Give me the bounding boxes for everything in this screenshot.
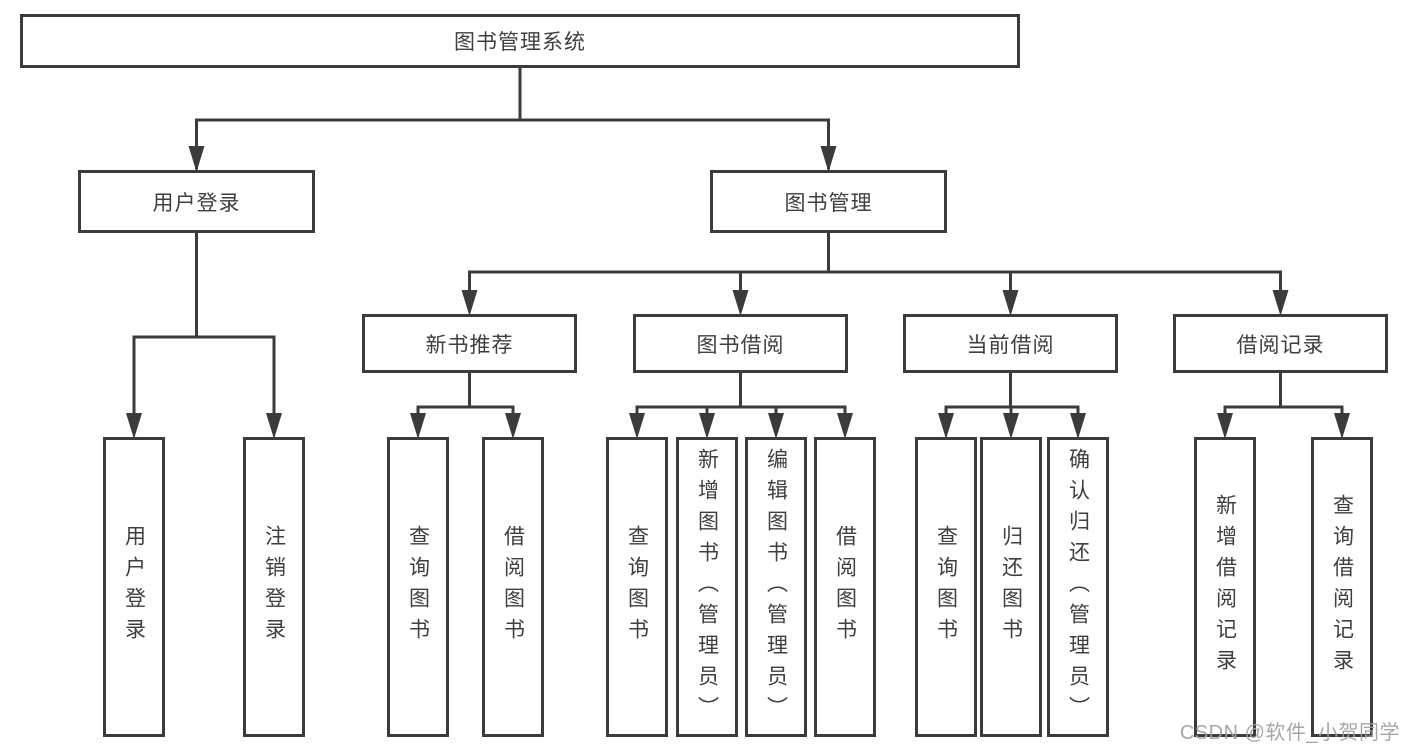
node-borrow-records: 借阅记录 [1173,314,1388,373]
node-book-management-label: 图书管理 [784,191,873,215]
arrowhead [1002,290,1019,316]
leaf-label: 新增借阅记录 [1213,494,1237,680]
leaf-query-books-current: 查询图书 [915,437,977,737]
node-new-book-recommend-label: 新书推荐 [425,333,514,357]
arrowhead [410,413,426,439]
arrowhead [1334,413,1350,439]
arrowhead [266,413,282,439]
arrowhead [1003,413,1019,439]
arrowhead [505,413,521,439]
leaf-label: 借阅图书 [501,525,525,649]
leaf-query-borrow-record: 查询借阅记录 [1311,437,1373,737]
leaf-borrow-books: 借阅图书 [814,437,876,737]
arrowhead [768,413,784,439]
leaf-label: 编辑图书（管理员） [764,447,788,727]
node-book-borrowing-label: 图书借阅 [696,333,785,357]
arrowhead [1070,413,1086,439]
leaf-borrow-books-recommend: 借阅图书 [482,437,544,737]
leaf-label: 查询借阅记录 [1330,494,1354,680]
arrowhead [820,146,837,172]
leaf-label: 注销登录 [262,525,286,649]
arrowhead [461,290,478,316]
leaf-confirm-return-admin: 确认归还（管理员） [1047,437,1109,737]
node-user-login: 用户登录 [78,170,315,233]
leaf-label: 查询图书 [406,525,430,649]
arrowhead [938,413,954,439]
node-current-borrowing: 当前借阅 [903,314,1118,373]
node-book-borrowing: 图书借阅 [633,314,848,373]
leaf-add-borrow-record: 新增借阅记录 [1194,437,1256,737]
leaf-return-books: 归还图书 [980,437,1042,737]
arrowhead [837,413,853,439]
leaf-user-login: 用户登录 [103,437,165,737]
node-root-label: 图书管理系统 [454,31,586,54]
arrowhead [732,290,749,316]
node-new-book-recommend: 新书推荐 [362,314,577,373]
leaf-label: 借阅图书 [833,525,857,649]
leaf-query-books-borrowing: 查询图书 [606,437,668,737]
leaf-query-books-recommend: 查询图书 [387,437,449,737]
leaf-label: 查询图书 [625,525,649,649]
leaf-edit-books-admin: 编辑图书（管理员） [745,437,807,737]
leaf-label: 归还图书 [999,525,1023,649]
node-user-login-label: 用户登录 [152,191,241,215]
node-root: 图书管理系统 [20,14,1020,68]
node-borrow-records-label: 借阅记录 [1236,333,1325,357]
leaf-label: 用户登录 [122,525,146,649]
leaf-label: 新增图书（管理员） [695,447,719,727]
leaf-label: 确认归还（管理员） [1066,447,1090,727]
arrowhead [1217,413,1233,439]
leaf-label: 查询图书 [934,525,958,649]
arrowhead [629,413,645,439]
node-book-management: 图书管理 [710,170,947,233]
arrowhead [126,413,142,439]
leaf-logout: 注销登录 [243,437,305,737]
csdn-watermark: CSDN @软件_小贺同学 [1179,722,1400,744]
arrowhead [1272,290,1289,316]
arrowhead [188,146,205,172]
arrowhead [699,413,715,439]
node-current-borrowing-label: 当前借阅 [966,333,1055,357]
leaf-add-books-admin: 新增图书（管理员） [676,437,738,737]
